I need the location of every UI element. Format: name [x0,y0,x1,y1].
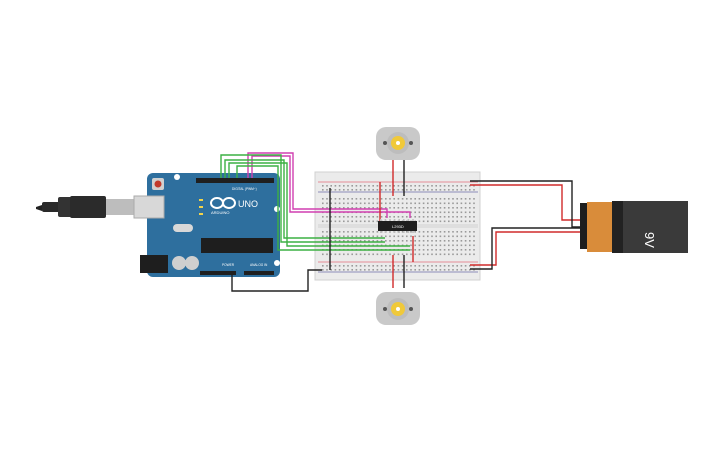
wire-red[interactable] [470,231,580,266]
wire-magenta[interactable] [247,152,388,218]
arduino-board[interactable]: UNO ARDUINO DIGITAL (PWM~) POWER ANALOG … [133,173,280,277]
crystal [173,224,193,232]
status-led [199,199,203,201]
digital-header-label: DIGITAL (PWM~) [232,187,257,191]
atmega-chip [201,238,273,253]
wire-black[interactable] [470,227,580,270]
wire-black[interactable] [470,180,582,228]
motor-top[interactable] [376,127,420,160]
motor-bottom[interactable] [376,292,420,325]
arduino-logo [210,197,236,209]
usb-port [133,195,165,219]
chip-label: L293D [392,224,404,229]
wire-green[interactable] [236,165,410,251]
motor-driver-chip[interactable]: L293D [378,219,417,233]
brand-label: ARDUINO [211,210,229,215]
wire-green[interactable] [224,159,385,239]
analog-header-label: ANALOG IN [250,263,268,267]
power-header[interactable] [200,271,236,275]
wires[interactable] [220,152,582,292]
wire-green[interactable] [228,162,410,247]
power-jack [140,255,168,273]
capacitor [185,256,199,270]
battery-9v[interactable]: 9V [580,201,688,253]
capacitor [172,256,186,270]
wire-green[interactable] [220,154,385,243]
digital-header[interactable] [196,178,274,183]
battery-label: 9V [642,232,657,248]
wire-red[interactable] [470,184,582,221]
power-header-label: POWER [222,263,235,267]
model-label: UNO [238,199,258,209]
wire-black[interactable] [231,269,322,292]
status-led [199,206,203,208]
status-led [199,213,203,215]
analog-header[interactable] [244,271,274,275]
